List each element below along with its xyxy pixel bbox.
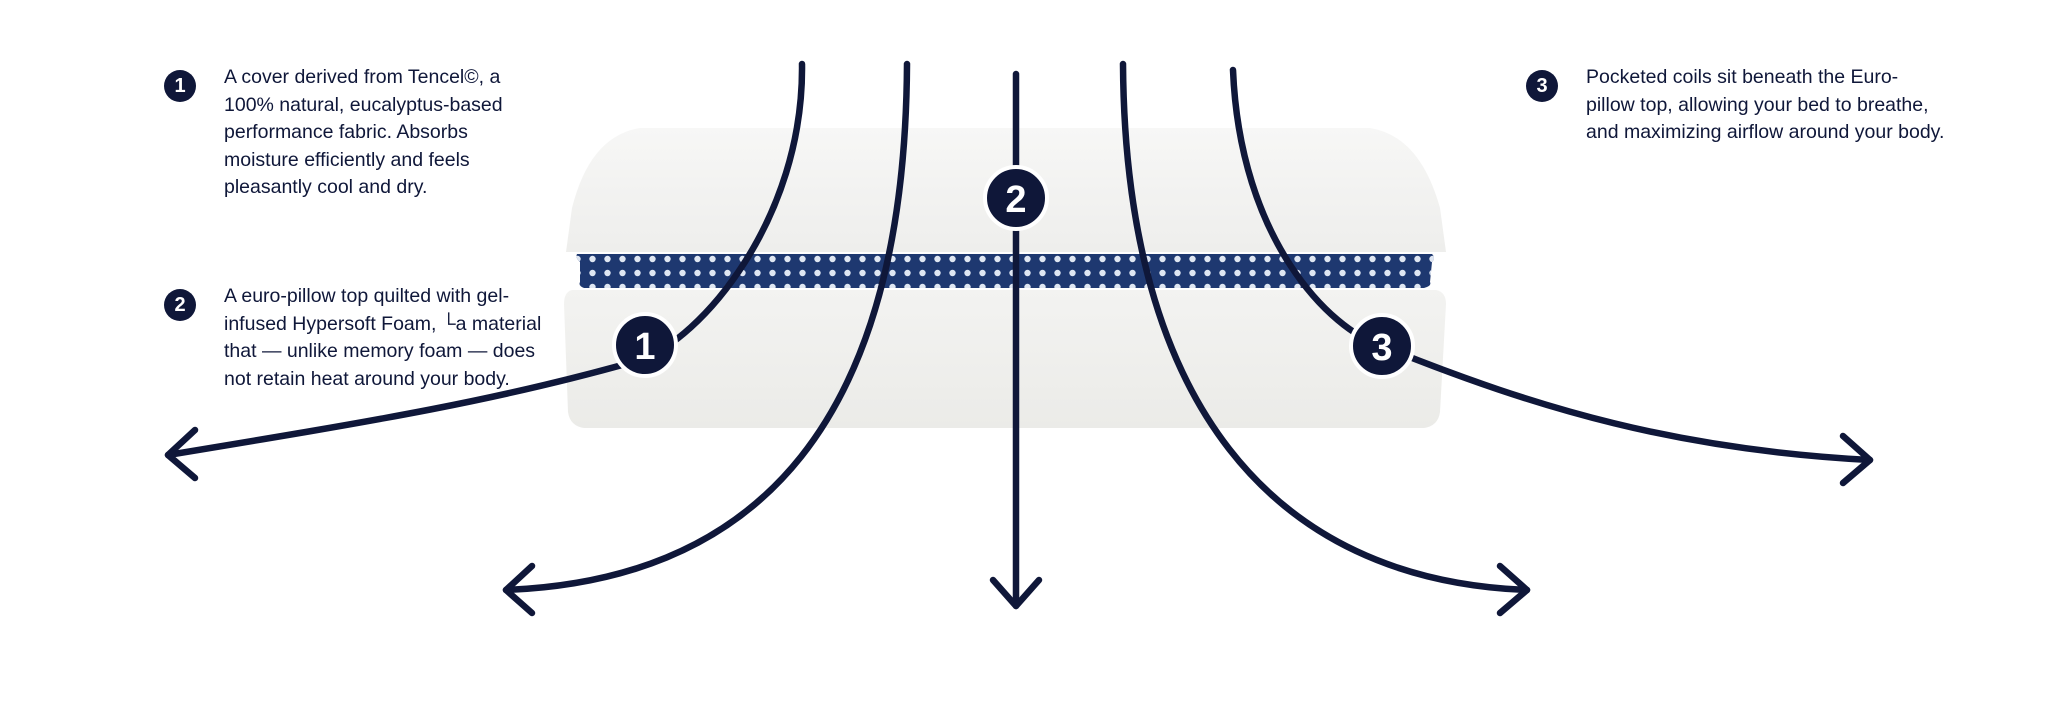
note-number-badge: 2 — [164, 289, 196, 321]
note-number-badge: 3 — [1526, 70, 1558, 102]
feature-note-pillow-top: 2 A euro-pillow top quilted with gel-inf… — [164, 283, 544, 393]
mattress — [564, 128, 1446, 428]
arrow-right-inner — [1119, 60, 1531, 594]
feature-note-cover: 1 A cover derived from Tencel©, a 100% n… — [164, 64, 544, 202]
diagram-marker-2: 2 — [983, 165, 1049, 231]
arrowhead-center — [989, 576, 1043, 610]
note-text: A cover derived from Tencel©, a 100% nat… — [224, 66, 503, 198]
diagram-marker-3: 3 — [1349, 313, 1415, 379]
feature-note-coils: 3 Pocketed coils sit beneath the Euro-pi… — [1526, 64, 1946, 147]
arrowhead-right-inner — [1496, 562, 1531, 617]
note-number-badge: 1 — [164, 70, 196, 102]
airflow-arrows — [164, 60, 1874, 617]
diagram-marker-label: 3 — [1371, 327, 1392, 369]
arrowhead-right-outer — [1839, 432, 1874, 487]
mattress-base — [564, 290, 1446, 428]
note-text: A euro-pillow top quilted with gel-infus… — [224, 285, 542, 390]
arrow-left-inner — [502, 60, 911, 594]
diagram-marker-label: 2 — [1005, 179, 1026, 221]
arrowhead-left-outer — [164, 426, 199, 482]
diagram-marker-label: 1 — [634, 326, 655, 368]
diagram-marker-1: 1 — [612, 312, 678, 378]
arrowhead-left-inner — [502, 562, 536, 617]
note-text: Pocketed coils sit beneath the Euro-pill… — [1586, 66, 1945, 143]
